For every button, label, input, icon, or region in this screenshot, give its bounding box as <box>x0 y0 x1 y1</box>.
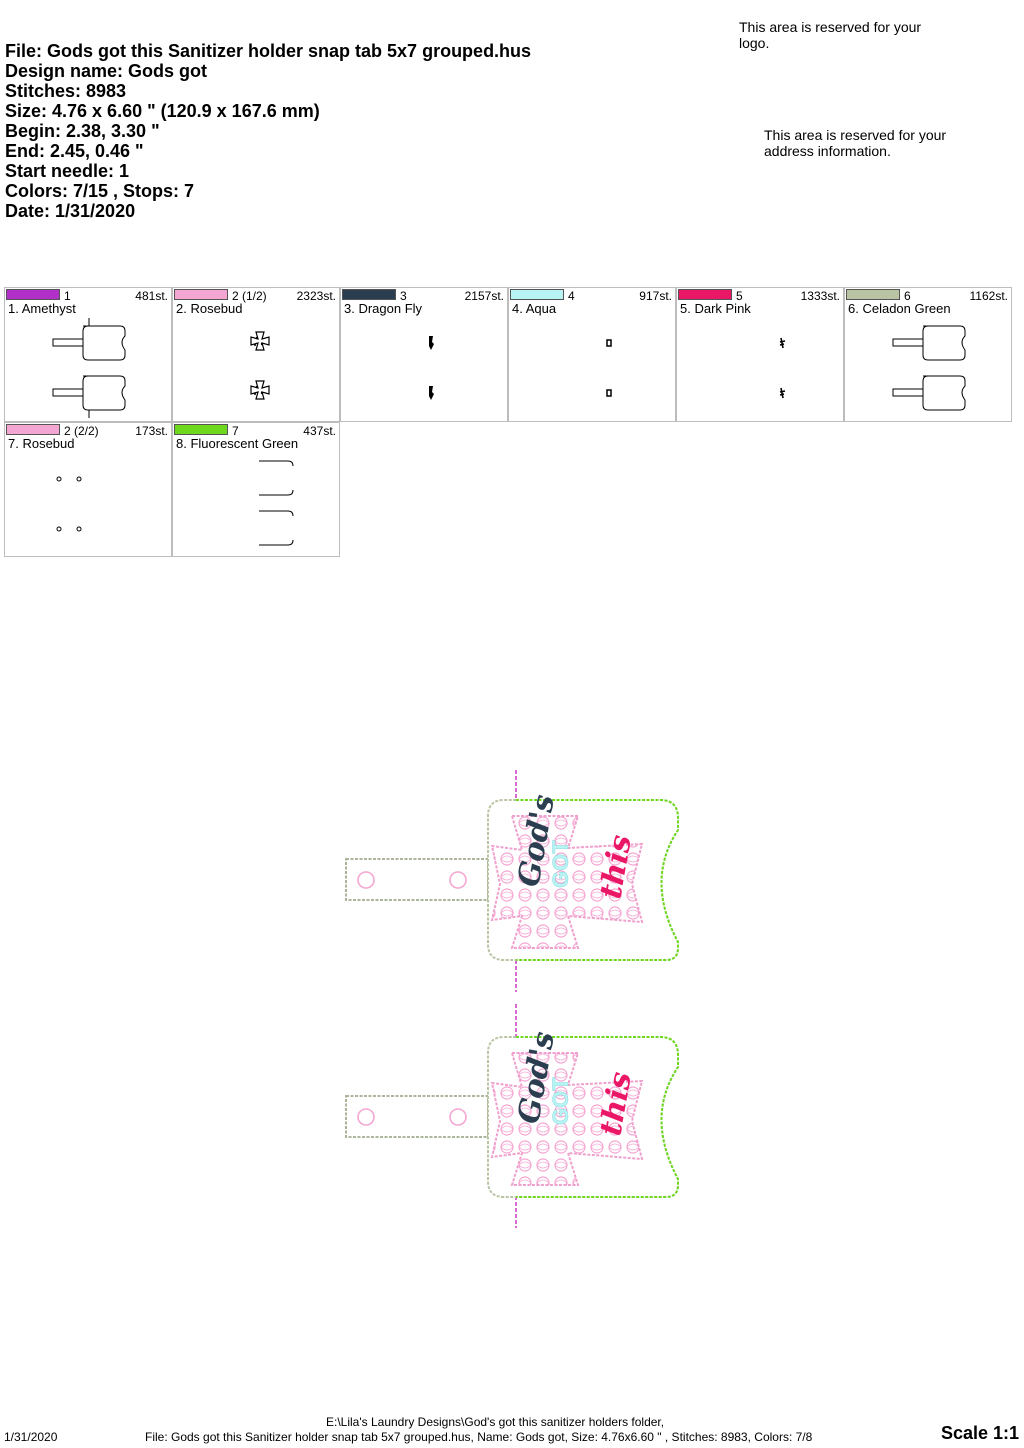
design-word-got: GOT <box>548 1077 573 1125</box>
color-stitches: 2323st. <box>296 289 336 303</box>
color-swatch <box>174 289 228 300</box>
footer-summary: File: Gods got this Sanitizer holder sna… <box>145 1430 813 1444</box>
color-name: 5. Dark Pink <box>680 301 751 316</box>
color-name: 7. Rosebud <box>8 436 75 451</box>
color-stitches: 1333st. <box>800 289 840 303</box>
color-cell: 2 (2/2) 173st. 7. Rosebud <box>4 422 172 557</box>
begin-point: Begin: 2.38, 3.30 " <box>5 121 160 141</box>
footer-path: E:\Lila's Laundry Designs\God's got this… <box>326 1415 665 1429</box>
design-name: Design name: Gods got <box>5 61 208 81</box>
color-swatch <box>6 289 60 300</box>
color-stitches: 437st. <box>303 424 336 438</box>
design-info: File: Gods got this Sanitizer holder sna… <box>5 41 531 221</box>
start-needle: Start needle: 1 <box>5 161 130 181</box>
color-swatch <box>510 289 564 300</box>
dots-thumbnail <box>56 476 82 532</box>
color-name: 1. Amethyst <box>8 301 76 316</box>
color-stitches: 2157st. <box>464 289 504 303</box>
color-stops: Colors: 7/15 , Stops: 7 <box>5 181 195 201</box>
color-stitches: 917st. <box>639 289 672 303</box>
color-cell: 6 1162st. 6. Celadon Green <box>844 287 1012 422</box>
file-name: File: Gods got this Sanitizer holder sna… <box>5 41 532 61</box>
color-swatch <box>6 424 60 435</box>
arcs-thumbnail <box>259 460 294 546</box>
word-thumbnail <box>779 337 786 399</box>
outline-thumbnail <box>892 325 966 411</box>
design-preview: God's GOT this God's GOT this <box>345 770 679 1228</box>
color-number: 7 <box>232 424 239 438</box>
color-number: 1 <box>64 289 71 303</box>
color-stitches: 481st. <box>135 289 168 303</box>
holder-top: God's GOT this <box>345 770 679 992</box>
design-date: Date: 1/31/2020 <box>5 201 136 221</box>
color-swatch <box>846 289 900 300</box>
holder-bottom: God's GOT this <box>345 1004 679 1228</box>
color-cell: 3 2157st. 3. Dragon Fly <box>340 287 508 422</box>
stitch-count: Stitches: 8983 <box>5 81 127 101</box>
footer-date: 1/31/2020 <box>4 1430 58 1444</box>
color-cell: 4 917st. 4. Aqua <box>508 287 676 422</box>
color-number: 6 <box>904 289 911 303</box>
color-number: 5 <box>736 289 743 303</box>
logo-placeholder: This area is reserved for your logo. <box>739 19 922 51</box>
color-cell: 1 481st. 1. Amethyst <box>4 287 172 422</box>
word-thumbnail <box>606 339 612 397</box>
design-size: Size: 4.76 x 6.60 " (120.9 x 167.6 mm) <box>5 101 320 121</box>
cross-thumbnail <box>250 331 270 400</box>
color-number: 2 (1/2) <box>232 289 267 303</box>
end-point: End: 2.45, 0.46 " <box>5 141 144 161</box>
color-name: 3. Dragon Fly <box>344 301 423 316</box>
color-number: 4 <box>568 289 575 303</box>
outline-thumbnail <box>52 318 126 418</box>
color-stitches: 1162st. <box>969 289 1008 303</box>
word-thumbnail <box>429 336 434 400</box>
address-placeholder: This area is reserved for your address i… <box>764 127 947 159</box>
scale-label: Scale 1:1 <box>940 1423 1019 1443</box>
color-swatch <box>174 424 228 435</box>
color-number: 2 (2/2) <box>64 424 99 438</box>
color-cell: 7 437st. 8. Fluorescent Green <box>172 422 340 557</box>
color-name: 8. Fluorescent Green <box>176 436 299 451</box>
color-swatch <box>678 289 732 300</box>
color-name: 6. Celadon Green <box>848 301 951 316</box>
design-word-got: GOT <box>548 840 573 888</box>
color-swatch <box>342 289 396 300</box>
color-cell: 2 (1/2) 2323st. 2. Rosebud <box>172 287 340 422</box>
color-name: 4. Aqua <box>512 301 557 316</box>
color-number: 3 <box>400 289 407 303</box>
color-name: 2. Rosebud <box>176 301 243 316</box>
color-cell: 5 1333st. 5. Dark Pink <box>676 287 844 422</box>
color-stitches: 173st. <box>135 424 168 438</box>
